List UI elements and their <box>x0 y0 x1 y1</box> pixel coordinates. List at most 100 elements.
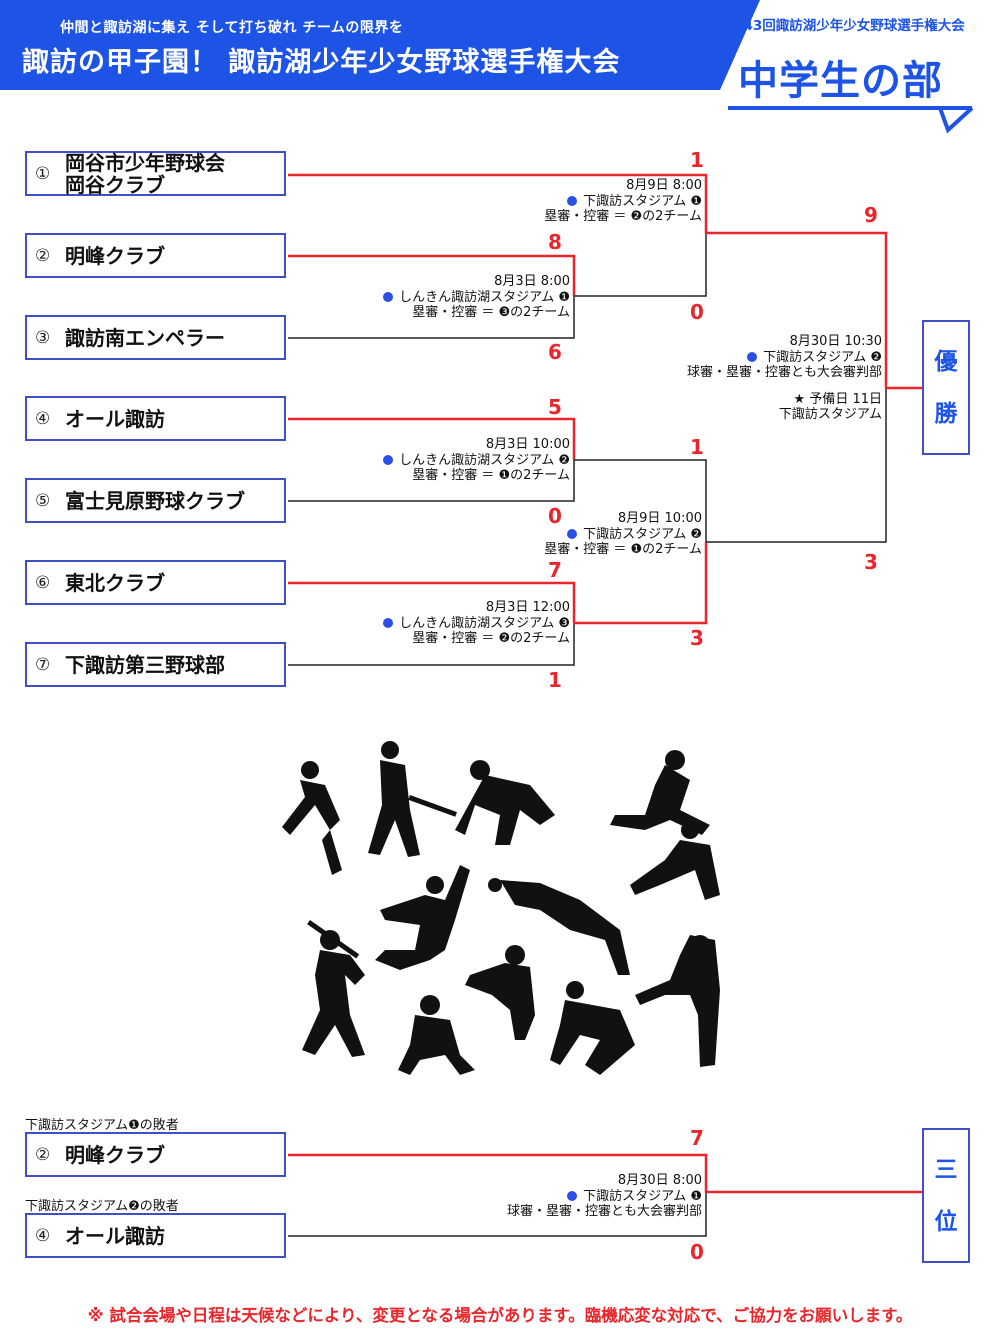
game-venue: しんきん諏訪湖スタジアム ❷ <box>399 452 570 468</box>
score-semia-bottom: 0 <box>690 300 704 324</box>
third-place-box: 三 位 <box>922 1128 970 1263</box>
team-box-5: ⑤ 富士見原野球クラブ <box>25 478 286 523</box>
line-semia-out <box>706 231 888 388</box>
team-number: ① <box>35 163 51 184</box>
game-venue: 下諏訪スタジアム ❷ <box>763 349 882 365</box>
score-semib-top: 1 <box>690 435 704 459</box>
score-r1a-bottom: 6 <box>548 340 562 364</box>
game-venue: 下諏訪スタジアム ❶ <box>583 193 702 209</box>
line-r1c-out <box>574 542 708 625</box>
line-team3 <box>288 296 575 339</box>
line-team6 <box>288 581 576 623</box>
footer-notice: ※ 試合会場や日程は天候などにより、変更となる場合があります。臨機応変な対応で、… <box>87 1306 913 1325</box>
team-number: ③ <box>35 327 51 348</box>
team-name: 岡谷市少年野球会 岡谷クラブ <box>65 150 225 197</box>
team-number: ④ <box>35 1225 51 1246</box>
score-r1b-top: 5 <box>548 395 562 419</box>
game-date: 8月9日 8:00 <box>626 178 702 193</box>
venue-dot-icon <box>567 1190 578 1201</box>
score-third-bottom: 0 <box>690 1240 704 1264</box>
third-team-box-a: ② 明峰クラブ <box>25 1132 286 1177</box>
venue-dot-icon <box>383 454 394 465</box>
score-r1c-bottom: 1 <box>548 668 562 692</box>
reserve-venue: 下諏訪スタジアム <box>778 407 882 422</box>
venue-dot-icon <box>567 528 578 539</box>
line-third-b <box>288 1192 707 1237</box>
game-info-r1c: 8月3日 12:00 しんきん諏訪湖スタジアム ❸ 塁審・控審 ＝ ❷の2チーム <box>383 600 570 647</box>
game-venue: 下諏訪スタジアム ❷ <box>583 526 702 542</box>
team-number: ② <box>35 245 51 266</box>
third-label-b: 下諏訪スタジアム❷の敗者 <box>25 1199 179 1214</box>
game-venue: 下諏訪スタジアム ❶ <box>583 1188 702 1204</box>
team-number: ② <box>35 1144 51 1165</box>
score-r1b-bottom: 0 <box>548 504 562 528</box>
team-number: ⑦ <box>35 654 51 675</box>
game-date: 8月3日 8:00 <box>494 274 570 289</box>
game-info-final: 8月30日 10:30 下諏訪スタジアム ❷ 球審・塁審・控審とも大会審判部 ★… <box>687 334 882 423</box>
game-info-semib: 8月9日 10:00 下諏訪スタジアム ❷ 塁審・控審 ＝ ❶の2チーム <box>544 511 702 558</box>
team-number: ④ <box>35 408 51 429</box>
score-final-top: 9 <box>864 203 878 227</box>
game-umpires: 塁審・控審 ＝ ❷の2チーム <box>544 209 702 224</box>
champion-char: 勝 <box>934 400 958 427</box>
game-umpires: 球審・塁審・控審とも大会審判部 <box>686 365 882 380</box>
game-venue: しんきん諏訪湖スタジアム ❶ <box>399 289 570 305</box>
game-date: 8月9日 10:00 <box>617 511 702 526</box>
division-title: 中学生の部 <box>738 58 943 104</box>
champion-char: 優 <box>934 348 958 375</box>
game-date: 8月30日 10:30 <box>789 334 882 349</box>
line-team2 <box>288 254 576 296</box>
team-box-6: ⑥ 東北クラブ <box>25 560 286 605</box>
team-name: 明峰クラブ <box>65 243 165 268</box>
page-title: 諏訪の甲子園！ 諏訪湖少年少女野球選手権大会 <box>22 47 621 78</box>
team-number: ⑥ <box>35 572 51 593</box>
team-number: ⑤ <box>35 490 51 511</box>
score-r1c-top: 7 <box>548 558 562 582</box>
line-team7 <box>288 623 575 666</box>
line-team1 <box>288 173 708 233</box>
champion-box: 優 勝 <box>922 320 970 455</box>
line-team4 <box>288 417 576 460</box>
reserve-day: ★ 予備日 11日 <box>793 391 882 407</box>
line-r1b-out <box>574 459 707 542</box>
game-info-r1a: 8月3日 8:00 しんきん諏訪湖スタジアム ❶ 塁審・控審 ＝ ❸の2チーム <box>383 274 570 321</box>
team-box-2: ② 明峰クラブ <box>25 233 286 278</box>
team-name: 明峰クラブ <box>65 1142 165 1167</box>
team-box-4: ④ オール諏訪 <box>25 396 286 441</box>
third-team-box-b: ④ オール諏訪 <box>25 1213 286 1258</box>
game-info-third: 8月30日 8:00 下諏訪スタジアム ❶ 球審・塁審・控審とも大会審判部 <box>507 1173 702 1220</box>
game-venue: しんきん諏訪湖スタジアム ❸ <box>399 615 570 631</box>
team-name: 富士見原野球クラブ <box>65 488 245 513</box>
game-umpires: 球審・塁審・控審とも大会審判部 <box>506 1204 702 1219</box>
team-box-3: ③ 諏訪南エンペラー <box>25 315 286 360</box>
tournament-name: 第43回諏訪湖少年少女野球選手権大会 <box>730 18 965 34</box>
game-umpires: 塁審・控審 ＝ ❸の2チーム <box>412 305 570 320</box>
game-umpires: 塁審・控審 ＝ ❶の2チーム <box>412 468 570 483</box>
team-name: 下諏訪第三野球部 <box>65 652 225 677</box>
game-date: 8月3日 10:00 <box>485 437 570 452</box>
line-semib-out <box>706 388 887 543</box>
venue-dot-icon <box>383 291 394 302</box>
team-name: 東北クラブ <box>65 570 165 595</box>
baseball-players-silhouette-image <box>282 741 720 1075</box>
game-date: 8月30日 8:00 <box>617 1173 702 1188</box>
team-name: オール諏訪 <box>65 406 165 431</box>
team-name: 諏訪南エンペラー <box>65 325 225 350</box>
banner-shape <box>0 0 974 134</box>
venue-dot-icon <box>747 351 758 362</box>
score-r1a-top: 8 <box>548 230 562 254</box>
score-third-top: 7 <box>690 1126 704 1150</box>
third-label-a: 下諏訪スタジアム❶の敗者 <box>25 1118 179 1133</box>
line-third-a <box>288 1153 708 1192</box>
header-banner: 仲間と諏訪湖に集え そして打ち破れ チームの限界を 諏訪の甲子園！ 諏訪湖少年少… <box>0 0 1000 134</box>
team-name: オール諏訪 <box>65 1223 165 1248</box>
team-box-1: ① 岡谷市少年野球会 岡谷クラブ <box>25 151 286 196</box>
third-char: 三 <box>934 1156 958 1183</box>
team-box-7: ⑦ 下諏訪第三野球部 <box>25 642 286 687</box>
score-semib-bottom: 3 <box>690 626 704 650</box>
score-final-bottom: 3 <box>864 550 878 574</box>
venue-dot-icon <box>567 195 578 206</box>
third-char: 位 <box>934 1208 958 1235</box>
score-semia-top: 1 <box>690 148 704 172</box>
